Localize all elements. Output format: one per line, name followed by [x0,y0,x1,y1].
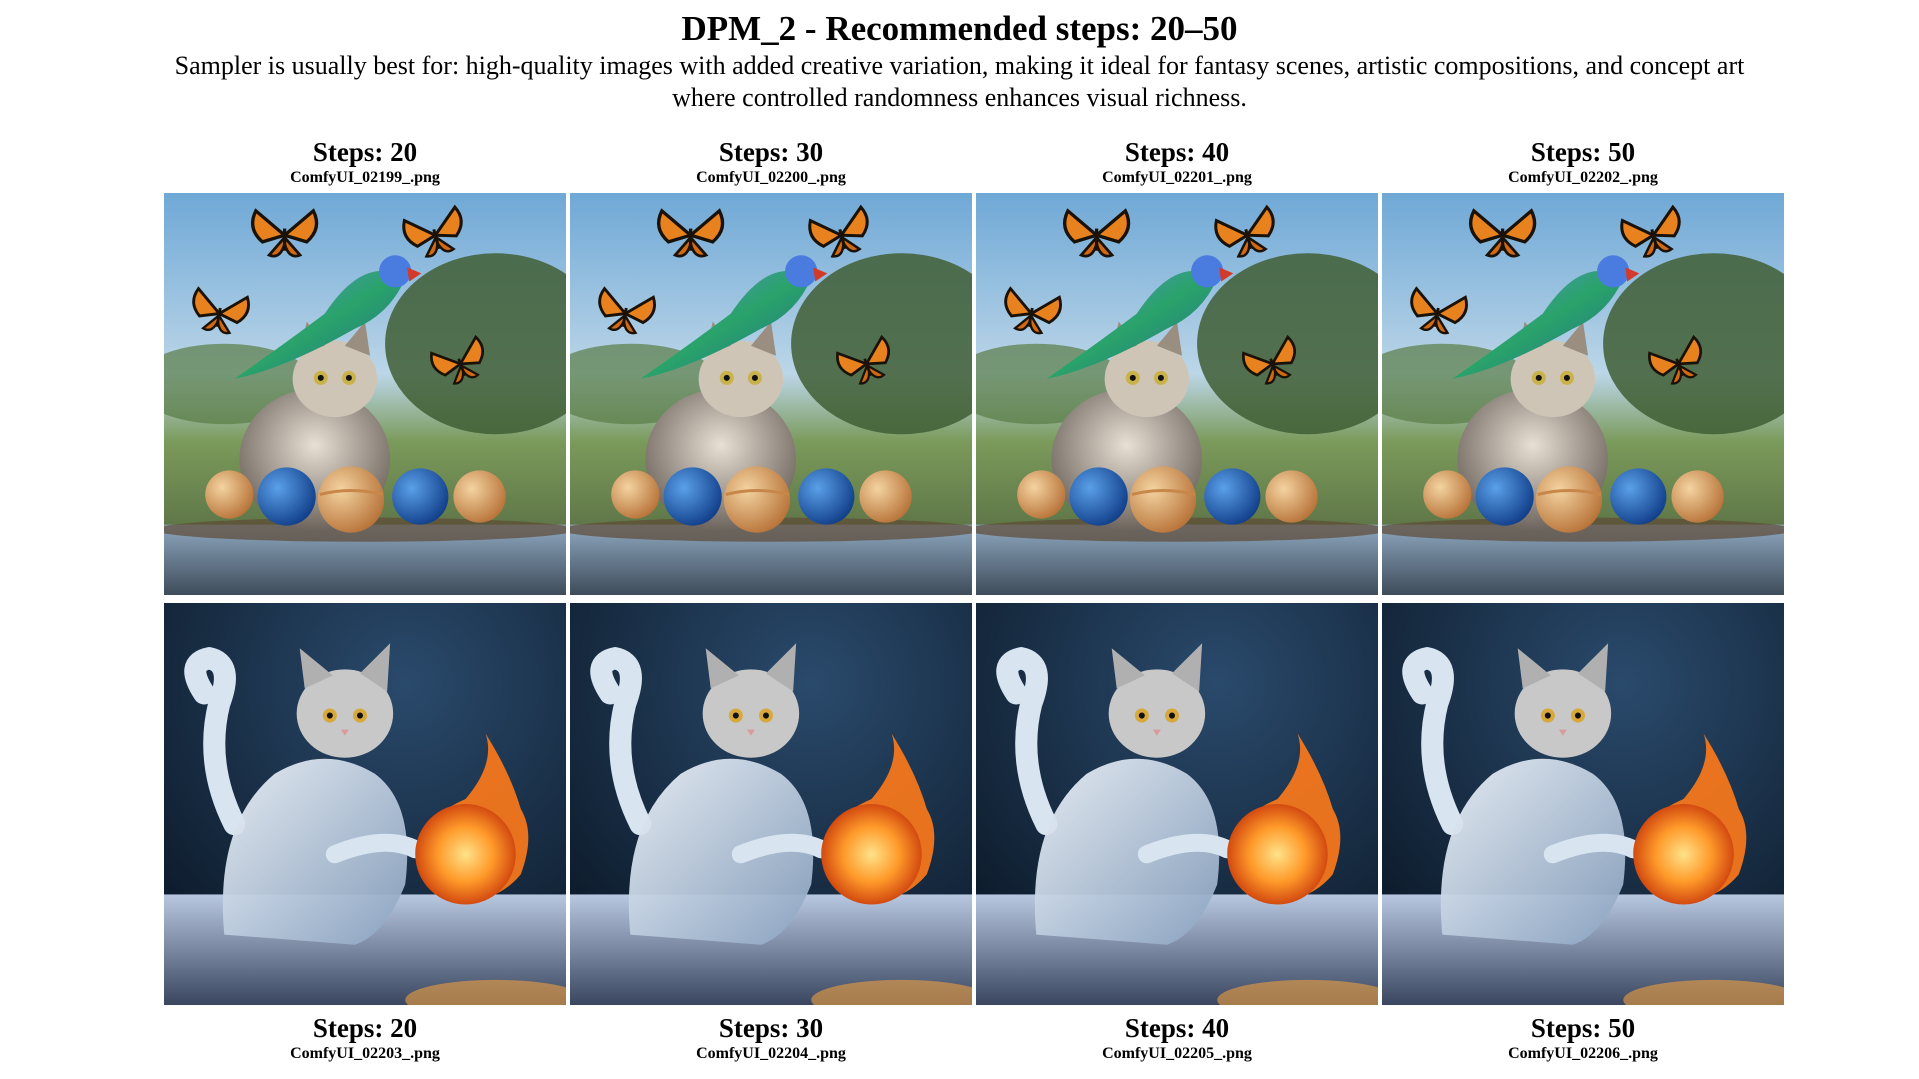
steps-label: Steps: 20 [312,137,418,167]
file-name: ComfyUI_02199_.png [290,169,440,186]
caption-row2-col2: Steps: 30 ComfyUI_02204_.png [570,1012,972,1064]
caption-row2-col3: Steps: 40 ComfyUI_02205_.png [976,1012,1378,1064]
file-name: ComfyUI_02203_.png [290,1045,440,1062]
image-row1-col1 [164,193,566,595]
page-title: DPM_2 - Recommended steps: 20–50 [681,9,1238,48]
image-row1-col4 [1382,193,1784,595]
caption-row1-col2: Steps: 30 ComfyUI_02200_.png [570,136,972,188]
caption-row2-col4: Steps: 50 ComfyUI_02206_.png [1382,1012,1784,1064]
caption-row1-col1: Steps: 20 ComfyUI_02199_.png [164,136,566,188]
caption-row1-col3: Steps: 40 ComfyUI_02201_.png [976,136,1378,188]
steps-label: Steps: 50 [1530,1013,1636,1043]
image-row2-col2 [570,603,972,1005]
caption-row2-col1: Steps: 20 ComfyUI_02203_.png [164,1012,566,1064]
file-name: ComfyUI_02200_.png [696,169,846,186]
caption-row1-col4: Steps: 50 ComfyUI_02202_.png [1382,136,1784,188]
file-name: ComfyUI_02201_.png [1102,169,1252,186]
page-subtitle: Sampler is usually best for: high-qualit… [174,51,1745,112]
steps-label: Steps: 50 [1530,137,1636,167]
image-row1-col2 [570,193,972,595]
file-name: ComfyUI_02202_.png [1508,169,1658,186]
steps-label: Steps: 30 [718,1013,824,1043]
steps-label: Steps: 40 [1124,1013,1230,1043]
image-row2-col1 [164,603,566,1005]
image-row1-col3 [976,193,1378,595]
image-row2-col4 [1382,603,1784,1005]
steps-label: Steps: 30 [718,137,824,167]
file-name: ComfyUI_02205_.png [1102,1045,1252,1062]
file-name: ComfyUI_02204_.png [696,1045,846,1062]
steps-label: Steps: 20 [312,1013,418,1043]
image-row2-col3 [976,603,1378,1005]
file-name: ComfyUI_02206_.png [1508,1045,1658,1062]
steps-label: Steps: 40 [1124,137,1230,167]
